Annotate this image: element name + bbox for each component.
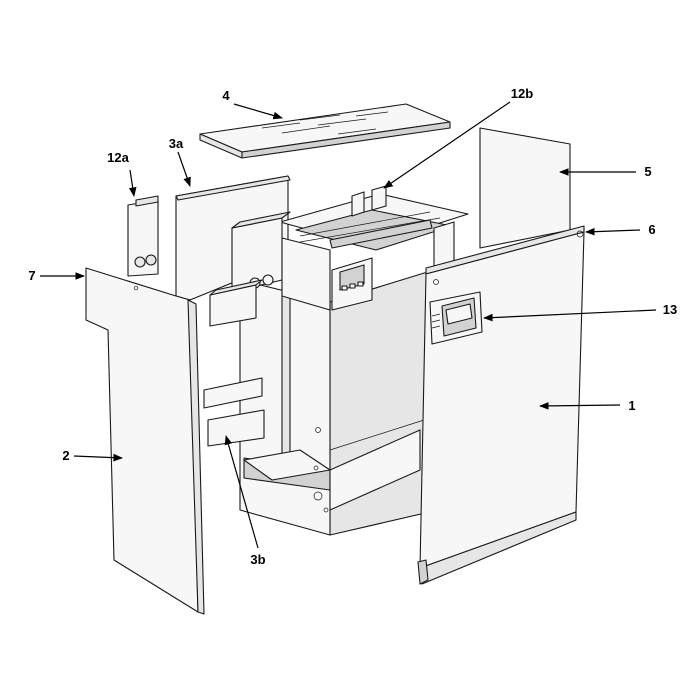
- top-lid-panel: [199, 103, 451, 159]
- callout-5: 5: [644, 164, 651, 179]
- leader-4: [233, 103, 283, 120]
- callout-3a: 3a: [169, 136, 184, 151]
- rear-right-panel: [479, 127, 571, 249]
- callout-12b: 12b: [511, 86, 533, 101]
- leader-2: [73, 453, 123, 462]
- callout-12a: 12a: [107, 150, 129, 165]
- callout-6: 6: [648, 222, 655, 237]
- callout-1: 1: [628, 398, 635, 413]
- leader-12b: [383, 101, 511, 189]
- leader-lines: [40, 101, 657, 549]
- callout-3b: 3b: [250, 552, 265, 567]
- leader-12a: [128, 169, 137, 197]
- small-bracket-12a: [127, 195, 159, 277]
- left-side-panel: [85, 267, 205, 615]
- leader-1: [539, 402, 621, 410]
- door-handle: [429, 291, 483, 345]
- leader-13: [483, 309, 657, 322]
- callout-4: 4: [222, 88, 230, 103]
- callout-7: 7: [28, 268, 35, 283]
- leader-3b: [224, 435, 259, 549]
- callout-13: 13: [663, 302, 677, 317]
- leader-6: [585, 227, 641, 236]
- leader-3a: [177, 151, 191, 187]
- front-door: [417, 225, 585, 585]
- callout-labels: 4 12b 5 6 13 1 2 7 12a 3a 3b: [28, 86, 677, 567]
- callout-2: 2: [62, 448, 69, 463]
